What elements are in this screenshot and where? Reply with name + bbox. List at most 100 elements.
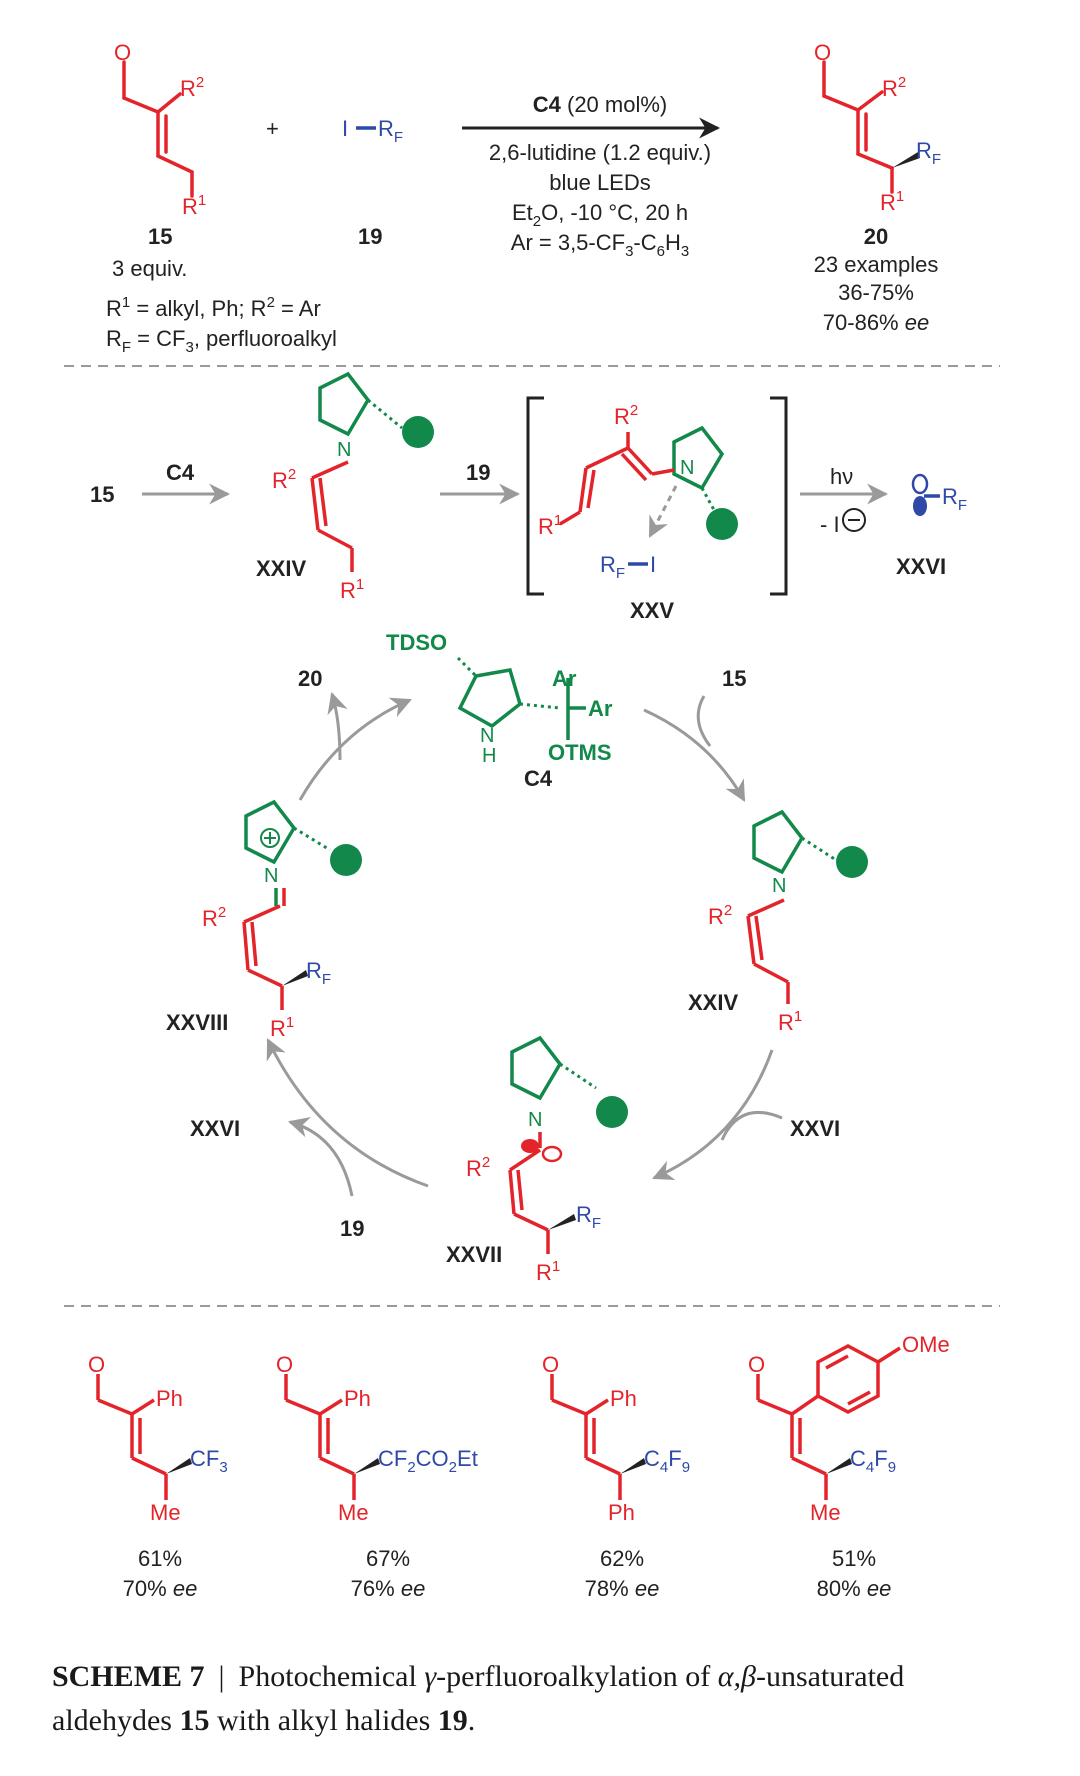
caption-text-2: -perfluoroalkylation of	[436, 1660, 718, 1693]
aldehyde-15-structure	[122, 60, 194, 198]
scheme-caption: SCHEME 7 | Photochemical γ-perfluoroalkyla…	[52, 1655, 1012, 1743]
svg-text:R2: R2	[272, 466, 296, 493]
product-ee: 70-86% ee	[823, 310, 929, 335]
in-15-label: 15	[722, 666, 746, 691]
svg-text:RF: RF	[600, 552, 625, 582]
svg-text:R2: R2	[202, 904, 226, 931]
mechanism-row: 15 C4 N R2 R1 XXIV 19 N	[90, 371, 967, 623]
example-1-r1: Me	[150, 1500, 181, 1525]
reaction-scheme: O R2 R1 15 3 equiv. + I RF 19 R1 = alkyl…	[64, 40, 1000, 1601]
xxvi-label: XXVI	[896, 554, 946, 579]
catalyst-label: C4	[524, 766, 553, 791]
condition-catalyst: C4 (20 mol%)	[533, 92, 667, 117]
example-2-aryl: Ph	[344, 1386, 371, 1411]
ar2-label: Ar	[588, 696, 613, 721]
svg-text:RF: RF	[306, 958, 331, 988]
svg-text:N: N	[264, 865, 278, 887]
svg-text:O: O	[276, 1352, 293, 1377]
xxvi-radical: RF	[911, 473, 967, 516]
cycle-xxiv-structure: N R2 R1	[708, 809, 868, 1035]
example-2-rf: CF2CO2Et	[378, 1446, 478, 1476]
example-3-r1: Ph	[608, 1500, 635, 1525]
tdso-label: TDSO	[386, 630, 447, 655]
product-o-label: O	[814, 40, 831, 65]
in-xxvi-label: XXVI	[790, 1116, 840, 1141]
cycle-arrow-top-left	[298, 697, 412, 801]
svg-text:N: N	[528, 1109, 542, 1131]
cycle-arrow-top-right	[643, 708, 746, 802]
caption-bold-15: 15	[179, 1704, 210, 1737]
example-1-aryl: Ph	[156, 1386, 183, 1411]
example-2-yield: 67%	[366, 1546, 410, 1571]
example-4-rf: C4F9	[850, 1446, 896, 1476]
product-r2-label: R2	[882, 74, 906, 101]
caption-text-1: Photochemical	[238, 1660, 425, 1693]
caption-text-5: .	[467, 1704, 476, 1737]
example-4-yield: 51%	[832, 1546, 876, 1571]
example-3-rf: C4F9	[644, 1446, 690, 1476]
caption-separator: |	[218, 1660, 225, 1693]
r-group-definition: R1 = alkyl, Ph; R2 = Ar	[106, 294, 321, 321]
svg-text:R1: R1	[536, 1258, 560, 1285]
wedge-bond	[892, 152, 920, 168]
plus-sign: +	[266, 116, 279, 141]
svg-text:I: I	[650, 552, 656, 577]
examples-row: O Ph CF3 Me 61% 70% ee O Ph CF2CO2Et Me	[88, 1332, 950, 1601]
product-rf-label: RF	[916, 138, 941, 168]
product-yield: 36-75%	[838, 280, 914, 305]
ar1-label: Ar	[552, 666, 577, 691]
condition-ar: Ar = 3,5-CF3-C6H3	[511, 230, 689, 260]
xxv-label: XXV	[630, 598, 674, 623]
example-2-ee: 76% ee	[351, 1576, 426, 1601]
svg-text:O: O	[88, 1352, 105, 1377]
reagent-label: 19	[358, 224, 382, 249]
out-xxvi-label: XXVI	[190, 1116, 240, 1141]
svg-text:N: N	[772, 875, 786, 897]
svg-text:R1: R1	[778, 1008, 802, 1035]
example-4-methoxy: OMe	[902, 1332, 950, 1357]
arrow-c4-label: C4	[166, 460, 195, 485]
aldehyde-o-label: O	[114, 40, 131, 65]
xxiv-label: XXIV	[256, 556, 306, 581]
product-examples: 23 examples	[814, 252, 939, 277]
product-20-structure	[822, 60, 894, 194]
example-2-r1: Me	[338, 1500, 369, 1525]
xxiv-structure: N R2 R1	[272, 371, 434, 603]
example-3: O Ph C4F9 Ph 62% 78% ee	[542, 1352, 690, 1601]
arrow-out-xxvi	[287, 1116, 354, 1197]
example-3-aryl: Ph	[610, 1386, 637, 1411]
arrow-19-label: 19	[466, 460, 490, 485]
arrow-in-15	[696, 695, 712, 747]
example-1-ee: 70% ee	[123, 1576, 198, 1601]
xxviii-structure: N R2 RF R1	[202, 799, 362, 1041]
r2-label: R2	[180, 74, 204, 101]
example-1-rf: CF3	[190, 1446, 228, 1476]
start-label: 15	[90, 482, 114, 507]
svg-text:O: O	[748, 1352, 765, 1377]
arrow-out-20	[327, 691, 348, 761]
top-reaction: O R2 R1 15 3 equiv. + I RF 19 R1 = alkyl…	[106, 40, 941, 356]
example-3-yield: 62%	[600, 1546, 644, 1571]
example-4-ee: 80% ee	[817, 1576, 892, 1601]
condition-base: 2,6-lutidine (1.2 equiv.)	[489, 140, 711, 165]
cycle-arrow-bottom-left	[266, 1038, 429, 1188]
example-2: O Ph CF2CO2Et Me 67% 76% ee	[276, 1352, 478, 1601]
caption-label: SCHEME 7	[52, 1660, 205, 1693]
example-1-yield: 61%	[138, 1546, 182, 1571]
svg-text:O: O	[542, 1352, 559, 1377]
svg-text:R2: R2	[708, 902, 732, 929]
caption-text-3: -unsaturated aldehydes	[52, 1660, 905, 1737]
nh-h-label: H	[482, 745, 496, 767]
example-4-r1: Me	[810, 1500, 841, 1525]
otms-label: OTMS	[548, 740, 612, 765]
svg-text:RF: RF	[942, 484, 967, 514]
caption-gamma: γ	[424, 1660, 437, 1693]
example-1: O Ph CF3 Me 61% 70% ee	[88, 1352, 228, 1601]
nh-label: N	[480, 725, 494, 747]
svg-text:R1: R1	[340, 576, 364, 603]
example-3-ee: 78% ee	[585, 1576, 660, 1601]
svg-text:RF: RF	[576, 1202, 601, 1232]
svg-text:I: I	[342, 116, 348, 141]
svg-text:R1: R1	[270, 1014, 294, 1041]
cycle-arrow-bottom-right	[652, 1049, 774, 1180]
